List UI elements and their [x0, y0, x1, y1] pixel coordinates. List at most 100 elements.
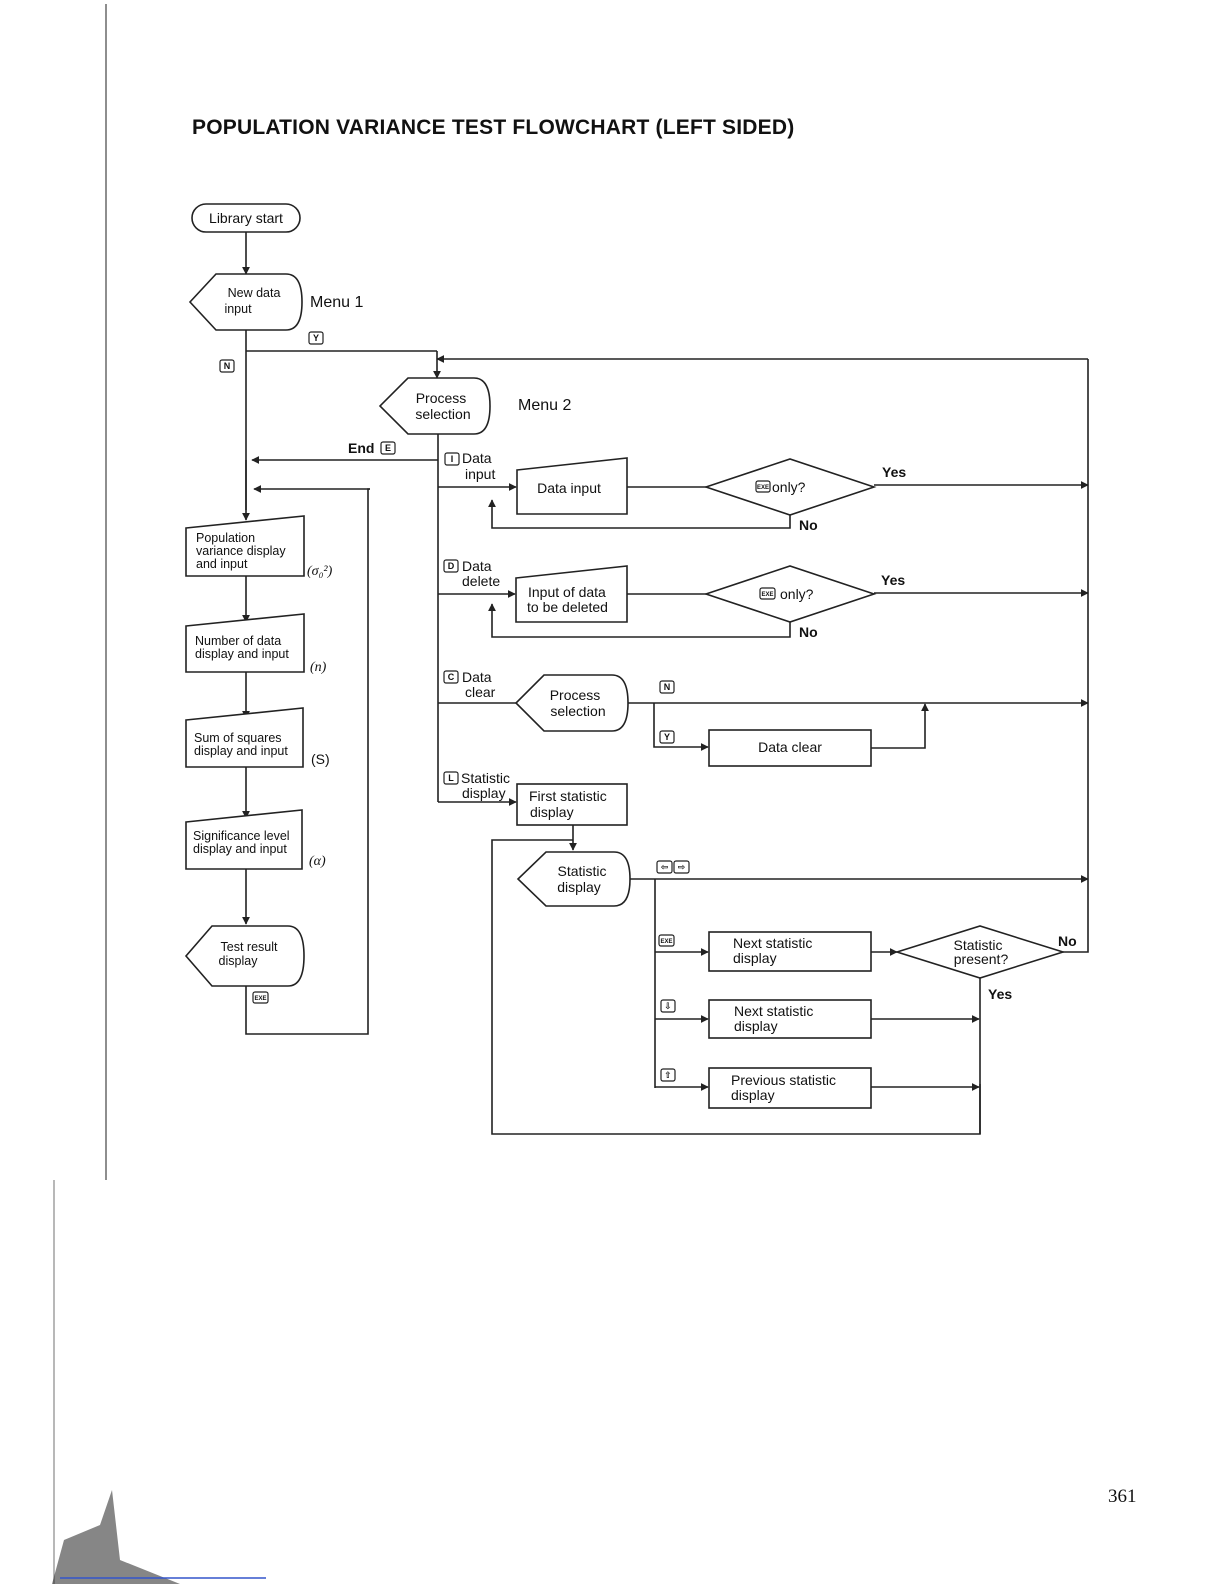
svg-text:Test result: Test result — [221, 940, 278, 954]
svg-text:present?: present? — [954, 951, 1009, 967]
svg-text:N: N — [664, 682, 671, 692]
svg-text:Library start: Library start — [209, 210, 283, 226]
svg-text:EXE: EXE — [254, 996, 266, 1002]
alpha-symbol: (α) — [309, 854, 326, 869]
menu-2-label: Menu 2 — [518, 397, 571, 414]
svg-text:display: display — [219, 954, 259, 968]
svg-text:display: display — [734, 1018, 778, 1034]
branch-data-delete-2: delete — [462, 573, 500, 589]
svg-text:Sum of squares: Sum of squares — [194, 731, 282, 745]
svg-text:⇨: ⇨ — [678, 862, 686, 872]
svg-text:Significance level: Significance level — [193, 829, 290, 843]
svg-text:Data clear: Data clear — [758, 739, 822, 755]
yes-label-2: Yes — [881, 572, 905, 588]
sum-of-squares-box: Sum of squares display and input — [185, 707, 304, 768]
sigma-symbol: (σ₀²) — [307, 564, 333, 579]
exe-only-decision-2: EXE only? — [703, 565, 877, 623]
svg-text:I: I — [451, 454, 454, 464]
branch-statistic-display-2: display — [462, 785, 506, 801]
key-y-clear: Y — [659, 730, 675, 744]
yes-label-3: Yes — [988, 986, 1012, 1002]
statistic-present-decision: Statistic present? — [894, 925, 1066, 979]
branch-data-delete-1: Data — [462, 558, 492, 574]
svg-text:EXE: EXE — [761, 592, 773, 598]
svg-text:Statistic: Statistic — [953, 937, 1002, 953]
branch-data-clear-2: clear — [465, 684, 496, 700]
svg-text:display: display — [733, 950, 777, 966]
data-clear-box: Data clear — [708, 729, 872, 767]
next-statistic-box-1: Next statistic display — [708, 931, 872, 972]
exe-only-decision-1: EXE only? — [703, 458, 877, 516]
svg-text:E: E — [385, 443, 391, 453]
svg-text:selection: selection — [415, 406, 470, 422]
svg-text:New data: New data — [228, 286, 281, 300]
svg-text:Y: Y — [313, 333, 319, 343]
svg-text:Population: Population — [196, 531, 255, 545]
key-y: Y — [308, 331, 324, 345]
no-label-1: No — [799, 517, 818, 533]
svg-text:⇩: ⇩ — [664, 1001, 672, 1011]
population-variance-box: Population variance display and input — [185, 515, 305, 577]
test-result-display: Test result display — [184, 925, 305, 987]
key-c: C — [443, 670, 459, 684]
key-exe-next: EXE — [658, 934, 675, 947]
number-of-data-box: Number of data display and input — [185, 613, 305, 673]
svg-text:variance display: variance display — [196, 544, 286, 558]
library-start-terminal: Library start — [191, 203, 301, 233]
end-label: End — [348, 440, 374, 456]
key-n-clear: N — [659, 680, 675, 694]
process-selection-clear: Process selection — [514, 674, 629, 732]
svg-text:C: C — [448, 672, 455, 682]
svg-text:only?: only? — [772, 479, 806, 495]
svg-text:display and input: display and input — [194, 744, 288, 758]
key-e: E — [380, 441, 396, 455]
page-title: POPULATION VARIANCE TEST FLOWCHART (LEFT… — [192, 116, 795, 139]
key-left-right: ⇦ ⇨ — [656, 860, 690, 874]
statistic-display: Statistic display — [516, 851, 631, 907]
s-symbol: (S) — [311, 751, 330, 767]
svg-text:display and input: display and input — [193, 842, 287, 856]
process-selection-main: Process selection — [378, 377, 491, 435]
svg-text:Process: Process — [550, 687, 601, 703]
svg-text:Y: Y — [664, 732, 670, 742]
svg-text:First statistic: First statistic — [529, 788, 607, 804]
no-label-3: No — [1058, 933, 1077, 949]
branch-statistic-display-1: Statistic — [461, 770, 510, 786]
n-symbol: (n) — [310, 660, 327, 675]
svg-text:Statistic: Statistic — [557, 863, 606, 879]
menu-1-label: Menu 1 — [310, 294, 363, 311]
svg-text:D: D — [448, 561, 455, 571]
svg-text:display: display — [557, 879, 601, 895]
next-statistic-box-2: Next statistic display — [708, 999, 872, 1039]
svg-text:EXE: EXE — [660, 939, 672, 945]
new-data-input-display: New data input — [188, 273, 303, 331]
svg-text:Previous statistic: Previous statistic — [731, 1072, 836, 1088]
yes-label-1: Yes — [882, 464, 906, 480]
svg-text:selection: selection — [550, 703, 605, 719]
svg-text:⇧: ⇧ — [664, 1070, 672, 1080]
svg-text:input: input — [224, 302, 252, 316]
svg-text:⇦: ⇦ — [661, 862, 669, 872]
key-i: I — [444, 452, 460, 466]
branch-data-clear-1: Data — [462, 669, 492, 685]
key-up: ⇧ — [660, 1068, 676, 1082]
svg-text:Process: Process — [416, 390, 467, 406]
svg-text:EXE: EXE — [757, 485, 769, 491]
page-number: 361 — [1108, 1486, 1137, 1507]
previous-statistic-box: Previous statistic display — [708, 1067, 872, 1109]
svg-text:Data input: Data input — [537, 480, 601, 496]
key-exe-return: EXE — [252, 991, 269, 1004]
svg-text:L: L — [448, 773, 454, 783]
first-statistic-box: First statistic display — [516, 783, 628, 826]
data-input-box: Data input — [516, 457, 628, 515]
svg-text:Next statistic: Next statistic — [733, 935, 812, 951]
svg-text:display: display — [530, 804, 574, 820]
key-d: D — [443, 559, 459, 573]
significance-level-box: Significance level display and input — [185, 809, 303, 870]
svg-text:Number of data: Number of data — [195, 634, 281, 648]
page-binding-edge — [52, 4, 266, 1584]
key-down: ⇩ — [660, 999, 676, 1013]
branch-data-input-2: input — [465, 466, 495, 482]
input-data-to-delete-box: Input of data to be deleted — [515, 565, 628, 623]
